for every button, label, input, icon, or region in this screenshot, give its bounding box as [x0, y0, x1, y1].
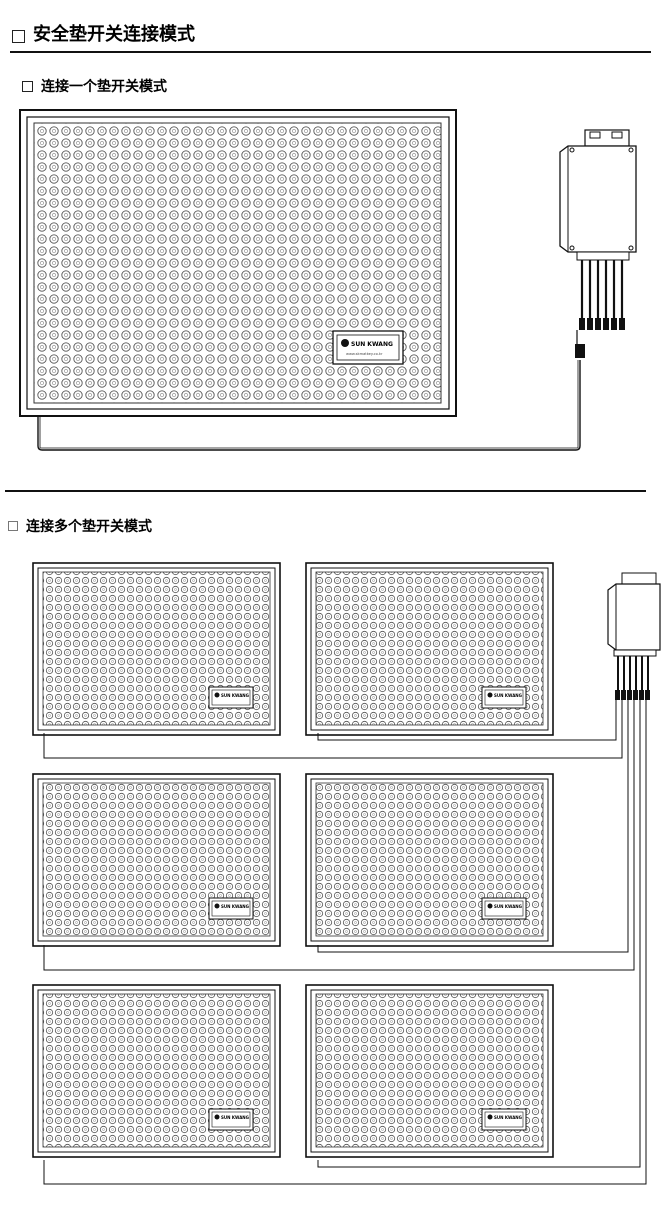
brand-logo-icon — [487, 692, 493, 698]
cable — [37, 360, 581, 451]
brand-plate: SUN KWANG www.skmatkey.co.kr — [332, 330, 404, 365]
brand-label: SUN KWANG — [221, 693, 249, 698]
section-divider — [5, 490, 646, 492]
mat-switch-6: SUN KWANG — [305, 984, 554, 1158]
brand-logo-icon — [487, 1114, 493, 1120]
multi-mat-heading: 连接多个垫开关模式 — [8, 516, 152, 536]
heading-divider — [10, 51, 651, 53]
main-heading: 安全垫开关连接模式 — [12, 20, 195, 46]
brand-label: SUN KWANG — [494, 1115, 522, 1120]
brand-plate: SUN KWANG — [481, 897, 527, 920]
brand-plate: SUN KWANG — [481, 686, 527, 709]
brand-label: SUN KWANG — [221, 1115, 249, 1120]
brand-label: SUN KWANG — [494, 904, 522, 909]
mat-switch-4: SUN KWANG — [305, 773, 554, 947]
multi-mat-heading-text: 连接多个垫开关模式 — [26, 519, 152, 535]
brand-label: SUN KWANG — [221, 904, 249, 909]
single-mat-heading-text: 连接一个垫开关模式 — [41, 79, 167, 95]
multi-mat-group: SUN KWANG SUN KWANG SUN KWANG SUN KWANG SUN … — [32, 562, 554, 1158]
checkbox-square-icon — [12, 29, 25, 43]
brand-logo-icon — [214, 903, 220, 909]
main-heading-text: 安全垫开关连接模式 — [33, 24, 195, 45]
mat-switch-5: SUN KWANG — [32, 984, 281, 1158]
brand-logo-icon — [487, 903, 493, 909]
cable-connector — [575, 344, 585, 358]
brand-url: www.skmatkey.co.kr — [346, 352, 383, 356]
controller-box — [559, 129, 637, 344]
single-mat-switch: SUN KWANG www.skmatkey.co.kr — [19, 109, 457, 417]
multi-cables — [43, 700, 647, 1185]
checkbox-square-icon — [8, 521, 18, 531]
brand-plate: SUN KWANG — [208, 1108, 254, 1131]
multi-controller-box — [607, 572, 661, 700]
mat-switch-3: SUN KWANG — [32, 773, 281, 947]
mat-switch-2: SUN KWANG — [305, 562, 554, 736]
single-mat-heading: 连接一个垫开关模式 — [22, 76, 167, 96]
brand-logo-icon — [214, 1114, 220, 1120]
brand-label: SUN KWANG — [351, 341, 393, 348]
brand-plate: SUN KWANG — [481, 1108, 527, 1131]
checkbox-square-icon — [22, 80, 33, 92]
mat-switch-1: SUN KWANG — [32, 562, 281, 736]
brand-logo-icon — [341, 339, 349, 347]
brand-plate: SUN KWANG — [208, 897, 254, 920]
brand-logo-icon — [214, 692, 220, 698]
brand-label: SUN KWANG — [494, 693, 522, 698]
brand-plate: SUN KWANG — [208, 686, 254, 709]
